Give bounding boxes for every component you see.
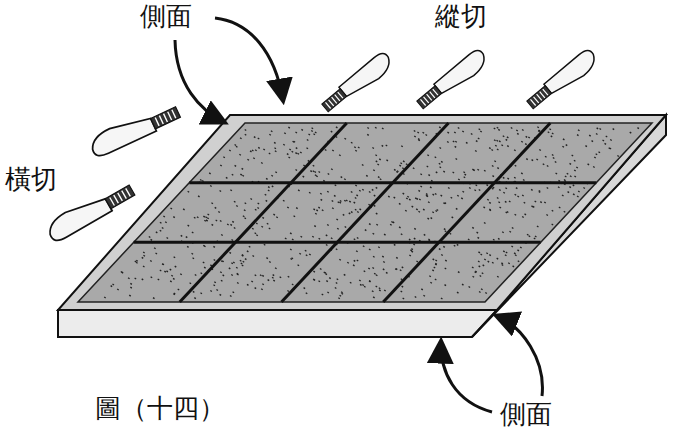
- part-label: 側面: [140, 2, 192, 31]
- knife: [87, 99, 181, 158]
- cut-lines: [134, 123, 597, 302]
- knife: [44, 178, 136, 244]
- part-label: 縱切: [435, 2, 487, 31]
- part-label: 橫切: [5, 165, 57, 194]
- knife: [416, 47, 490, 114]
- cake-surface: [78, 123, 652, 302]
- part-label: 側面: [500, 400, 552, 429]
- figure-caption: 圖（十四）: [95, 394, 225, 423]
- cake-speckles: [104, 127, 639, 299]
- tray-rim: [58, 115, 666, 310]
- leader-arrows: [175, 18, 542, 412]
- knife: [321, 50, 395, 117]
- knives: [44, 47, 600, 243]
- knife: [526, 47, 600, 114]
- tray-front-face: [58, 310, 497, 337]
